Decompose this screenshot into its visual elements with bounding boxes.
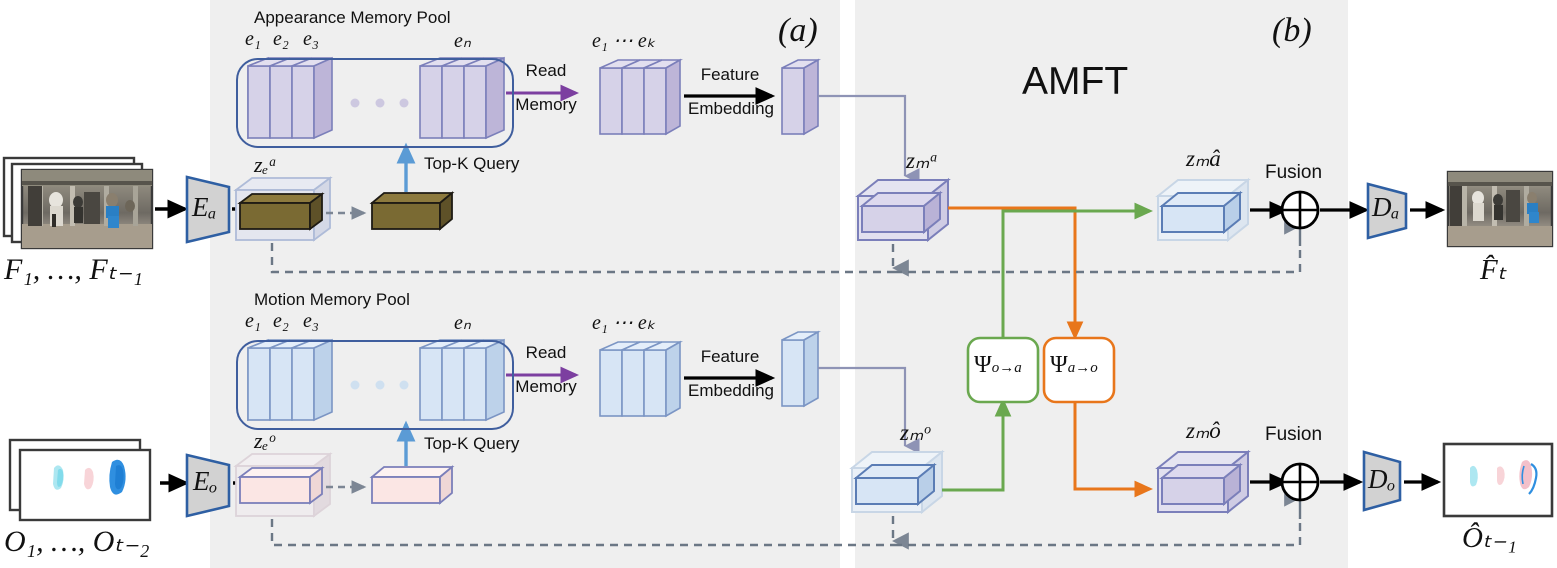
topk-query-label-appearance: Top-K Query — [424, 154, 520, 173]
appearance-output-caption: F̂ₜ — [1480, 254, 1507, 286]
psi-symbol-a-to-o: Ψ — [1050, 352, 1068, 378]
appearance-slot-label-e3: e₃ — [303, 28, 319, 50]
psi-o-to-a-box — [966, 336, 1040, 404]
skip-dashed-appearance-left — [270, 243, 894, 274]
appearance-input-caption: F₁, …, Fₜ₋₁ — [4, 253, 143, 286]
appearance-query-slab — [369, 191, 455, 231]
fused-latent-appearance-box — [1155, 177, 1251, 243]
motion-embedded-feature — [781, 330, 822, 408]
memory-latent-appearance-box — [855, 177, 951, 243]
read-memory-label-appearance-line2: Memory — [515, 95, 577, 114]
motion-pool-dot — [399, 380, 409, 390]
appearance-slot-label-e2: e₂ — [273, 28, 289, 50]
feature-embedding-label-motion-line1: Feature — [700, 347, 760, 366]
feature-embedding-label-appearance-line2: Embedding — [687, 99, 774, 118]
panel-b-label: (b) — [1272, 12, 1312, 49]
connector-motion-to-zmo — [818, 366, 920, 454]
encoder-motion-label: Eₒ — [193, 466, 218, 496]
motion-topk-slot-label: e₁ ⋯ eₖ — [592, 312, 656, 334]
appearance-memory-pool-outline — [236, 58, 514, 148]
psi-o-to-a-label: Ψo→a — [974, 352, 1022, 379]
orange-path-zma-to-psi-ao — [948, 206, 1084, 341]
latent-appearance-label: zₑᵃ — [254, 152, 278, 177]
motion-memory-pool-outline — [236, 340, 514, 430]
encoder-appearance-shape — [185, 175, 231, 244]
skip-dashed-motion-right — [894, 519, 1302, 547]
appearance-slot-label-e1: e₁ — [245, 28, 261, 50]
motion-input-frames — [8, 438, 152, 522]
fusion-label-appearance: Fusion — [1265, 162, 1323, 183]
decoder-appearance-shape — [1366, 182, 1408, 240]
motion-pool-dot — [375, 380, 385, 390]
green-path-zmo-to-psi-oa — [942, 397, 1012, 492]
latent-motion-box — [233, 452, 333, 518]
panel-a-label: (a) — [778, 12, 818, 49]
appearance-topk-slot-label: e₁ ⋯ eₖ — [592, 30, 656, 52]
appearance-pool-title: Appearance Memory Pool — [254, 8, 451, 27]
psi-a-to-o-box — [1042, 336, 1116, 404]
memory-latent-appearance-label: zₘᵃ — [906, 148, 939, 173]
motion-output-caption: Ôₜ₋₁ — [1462, 522, 1517, 554]
motion-query-slab — [369, 465, 455, 505]
motion-slot-label-e2: e₂ — [273, 310, 289, 332]
appearance-pool-slot-group-1 — [247, 56, 333, 140]
fused-latent-appearance-label: zₘâ — [1186, 146, 1221, 171]
psi-a-to-o-label: Ψa→o — [1050, 352, 1098, 379]
orange-path-psi-ao-to-fused-motion — [1073, 400, 1154, 498]
motion-output-frame — [1442, 442, 1554, 518]
fused-latent-motion-label: zₘô — [1186, 418, 1221, 443]
appearance-embedded-feature — [781, 58, 822, 136]
motion-topk-slots — [599, 340, 684, 418]
motion-pool-title: Motion Memory Pool — [254, 290, 410, 309]
amft-title: AMFT — [1022, 60, 1129, 103]
skip-dashed-appearance-right — [894, 246, 1302, 274]
latent-appearance-box — [233, 176, 333, 242]
motion-pool-dot — [350, 380, 360, 390]
topk-query-label-motion: Top-K Query — [424, 434, 520, 453]
decoder-motion-label: Dₒ — [1368, 464, 1396, 494]
decoder-motion-shape — [1362, 450, 1402, 512]
appearance-pool-dot — [350, 98, 360, 108]
appearance-pool-slot-group-n — [419, 56, 505, 140]
fused-latent-motion-box — [1155, 449, 1251, 515]
encoder-motion-shape — [185, 453, 231, 518]
read-memory-label-motion-line2: Memory — [515, 377, 577, 396]
motion-slot-label-e3: e₃ — [303, 310, 319, 332]
memory-latent-motion-box — [849, 449, 945, 515]
encoder-appearance-label: Eₐ — [192, 192, 217, 222]
appearance-input-frames — [2, 156, 154, 250]
psi-subscript-o-to-a: o→a — [991, 360, 1022, 376]
feature-embedding-label-appearance-line1: Feature — [700, 65, 760, 84]
psi-symbol-o-to-a: Ψ — [974, 352, 992, 378]
feature-embedding-label-motion-line2: Embedding — [687, 381, 774, 400]
read-memory-label-appearance-line1: Read — [525, 61, 567, 80]
latent-motion-label: zₑᵒ — [254, 428, 275, 453]
motion-slot-label-eN: eₙ — [454, 312, 471, 334]
motion-slot-label-e1: e₁ — [245, 310, 261, 332]
green-path-psi-oa-to-fused-appearance — [1001, 202, 1154, 338]
appearance-slot-label-eN: eₙ — [454, 30, 471, 52]
skip-dashed-motion-left — [270, 519, 894, 547]
appearance-pool-dot — [375, 98, 385, 108]
read-memory-label-motion-line1: Read — [525, 343, 567, 362]
appearance-pool-dot — [399, 98, 409, 108]
appearance-output-frame — [1446, 170, 1554, 248]
fusion-label-motion: Fusion — [1265, 424, 1323, 445]
connector-appearance-to-zma — [818, 94, 920, 184]
motion-input-caption: O₁, …, Oₜ₋₂ — [4, 525, 150, 558]
appearance-topk-slots — [599, 58, 684, 136]
decoder-appearance-label: Dₐ — [1372, 192, 1400, 222]
memory-latent-motion-label: zₘᵒ — [900, 420, 930, 445]
psi-subscript-a-to-o: a→o — [1067, 360, 1098, 376]
